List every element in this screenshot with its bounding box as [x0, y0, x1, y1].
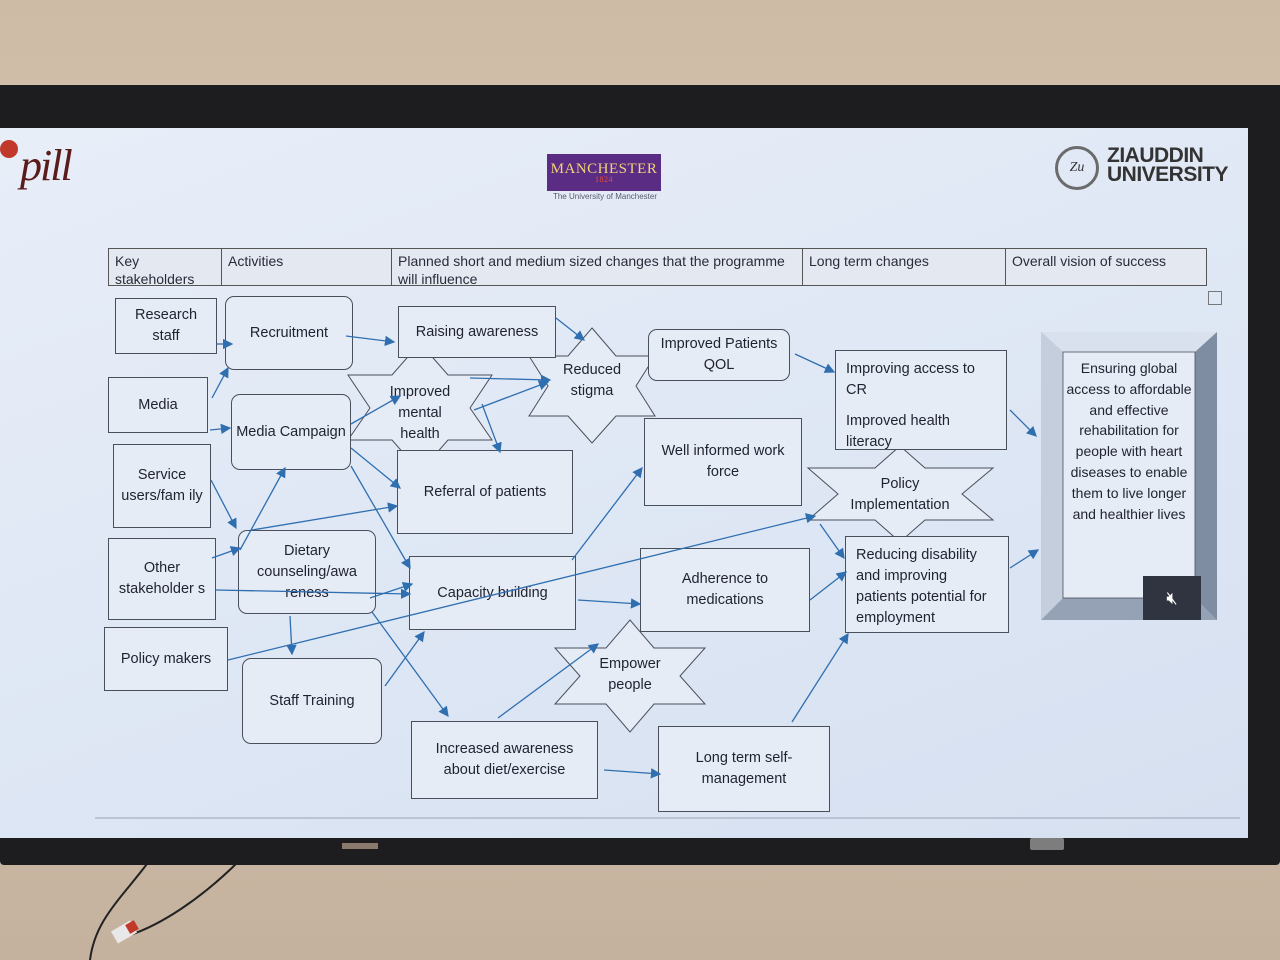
long-term-reducing-disability: Reducing disability and improving patien… [845, 536, 1009, 633]
outcome-reduced-stigma: Reduced stigma [562, 362, 622, 399]
ziauddin-seal-icon: Zu [1055, 146, 1099, 190]
long-term-access-cr: Improving access to CR [846, 361, 975, 398]
stakeholder-media: Media [108, 377, 208, 433]
activity-staff-training: Staff Training [242, 658, 382, 744]
stakeholder-other: Other stakeholder s [108, 538, 216, 620]
outcome-increased-awareness-diet: Increased awareness about diet/exercise [411, 721, 598, 799]
vision-statement: Ensuring global access to affordable and… [1066, 360, 1192, 522]
vision-frame [1041, 332, 1217, 620]
pill-logo: pill [0, 140, 73, 191]
activity-media-campaign: Media Campaign [231, 394, 351, 470]
outcome-improved-mental-health: Improved mental health [389, 384, 451, 442]
outcome-improved-qol: Improved Patients QOL [648, 329, 790, 381]
long-term-health-literacy: Improved health literacy [846, 413, 950, 450]
outcome-empower-people: Empower people [599, 656, 661, 693]
column-header-long-term: Long term changes [802, 248, 1006, 286]
connector-arrows [95, 317, 1240, 819]
placeholder-box [1208, 291, 1222, 305]
mute-icon[interactable]: 🔇︎ [1143, 576, 1201, 620]
outcome-long-term-self-management: Long term self-management [658, 726, 830, 812]
long-term-policy-implementation: Policy Implementation [850, 476, 950, 513]
column-header-activities: Activities [221, 248, 392, 286]
stakeholder-research-staff: Research staff [115, 298, 217, 354]
tv-sensor [1030, 838, 1064, 850]
outcome-raising-awareness: Raising awareness [398, 306, 556, 358]
column-header-short-term: Planned short and medium sized changes t… [391, 248, 803, 287]
stakeholder-policy-makers: Policy makers [104, 627, 228, 691]
outcome-adherence-to-medications: Adherence to medications [640, 548, 810, 632]
column-header-vision: Overall vision of success [1005, 248, 1207, 286]
outcome-well-informed-workforce: Well informed work force [644, 418, 802, 506]
long-term-access-literacy-box: Improving access to CR Improved health l… [835, 350, 1007, 450]
activity-dietary-counseling: Dietary counseling/awa reness [238, 530, 376, 614]
outcome-referral-of-patients: Referral of patients [397, 450, 573, 534]
manchester-subtitle: The University of Manchester [552, 192, 658, 201]
activity-recruitment: Recruitment [225, 296, 353, 370]
tv-indicator [342, 843, 378, 849]
stakeholder-service-users: Service users/fam ily [113, 444, 211, 528]
